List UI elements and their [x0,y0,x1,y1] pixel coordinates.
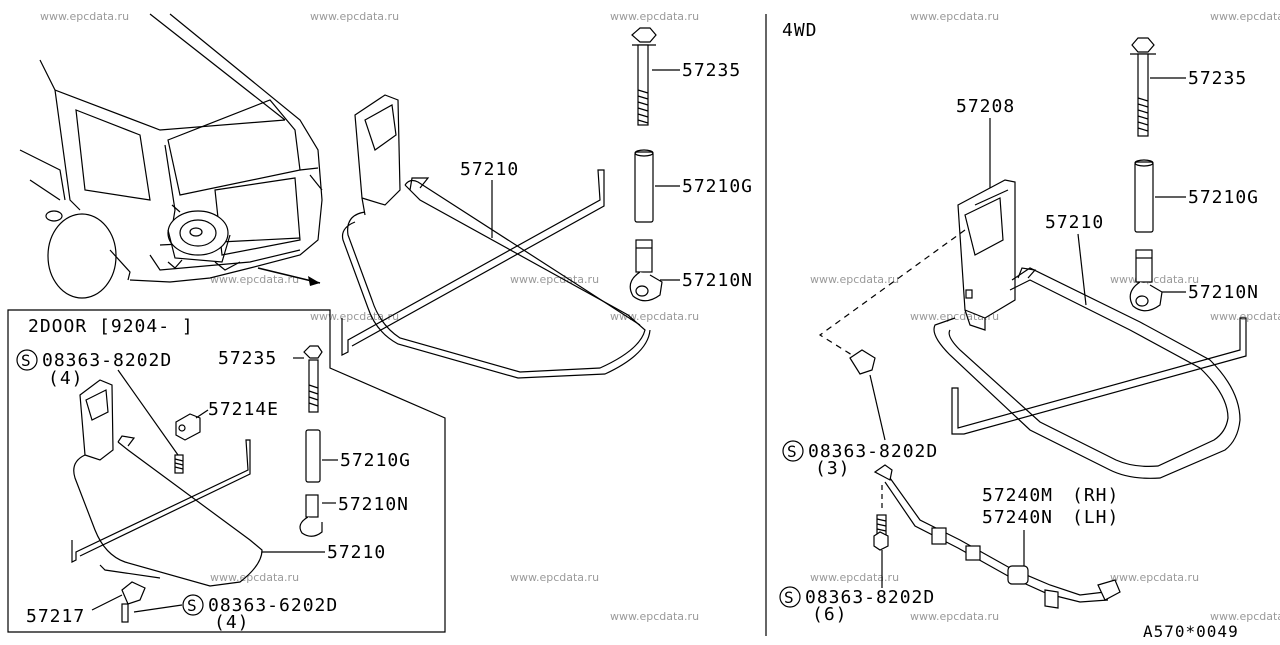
watermark-text: www.epcdata.ru [40,10,129,23]
watermark-text: www.epcdata.ru [610,10,699,23]
watermark-text: www.epcdata.ru [810,571,899,584]
spare-tire-shape [47,213,117,299]
part-label-57214E: 57214E [208,399,279,420]
screw-symbol-icon [782,440,804,462]
leader-line [117,369,179,456]
watermark-text: www.epcdata.ru [610,610,699,623]
watermarks: www.epcdata.ru www.epcdata.ru www.epcdat… [40,10,1280,623]
watermark-text: www.epcdata.ru [510,273,599,286]
part-label-57210N: 57210N [1188,282,1259,303]
screw-symbol-letter: S [21,351,32,370]
left-pin-57210G [634,149,654,223]
part-label-57217: 57217 [26,606,85,627]
part-label-57210: 57210 [327,542,386,563]
part-label-08363-8202D: 08363-8202D [805,587,935,608]
inset-2door: 2DOOR [9204- ] S 08363-8202D (4) 57214E … [7,309,446,633]
watermark-text: www.epcdata.ru [810,273,899,286]
part-label-57235: 57235 [1188,68,1247,89]
part-qty: (4) [48,368,84,389]
screw-symbol-letter: S [787,442,798,461]
screw-symbol-icon [779,586,801,608]
part-label-08363-8202D: 08363-8202D [808,441,938,462]
part-label-57210N: 57210N [682,270,753,291]
part-label-57210: 57210 [460,159,519,180]
watermark-text: www.epcdata.ru [210,571,299,584]
part-qty: (3) [815,458,851,479]
right-panel-4wd: 4WD 57208 57210 57235 57210G 5 [779,20,1259,625]
watermark-text: www.epcdata.ru [1110,571,1199,584]
part-label-57240M: 57240M [982,485,1053,506]
screw-symbol-icon [182,594,204,616]
watermark-text: www.epcdata.ru [910,10,999,23]
part-label-57210G: 57210G [1188,187,1259,208]
arrow-head [308,276,320,286]
part-label-57210G: 57210G [340,450,411,471]
part-label-57235: 57235 [218,348,277,369]
part-label-08363-8202D: 08363-8202D [42,350,172,371]
diagram-code: A570*0049 [1143,622,1239,640]
watermark-text: www.epcdata.ru [1110,273,1199,286]
vehicle-rear-illustration [19,13,323,299]
watermark-text: www.epcdata.ru [1210,10,1280,23]
left-bolt-57235 [631,27,657,126]
part-label-08363-6202D: 08363-6202D [208,595,338,616]
part-qty: (4) [214,612,250,633]
inset-title: 2DOOR [9204- ] [28,316,194,337]
panel-title-4wd: 4WD [782,20,818,41]
left-carrier-assembly [341,94,651,379]
part-label-57210G: 57210G [682,176,753,197]
watermark-text: www.epcdata.ru [310,10,399,23]
inset-frame [7,309,446,633]
watermark-text: www.epcdata.ru [910,610,999,623]
screw-symbol-letter: S [784,588,795,607]
part-qty: (6) [812,604,848,625]
watermark-text: www.epcdata.ru [310,310,399,323]
watermark-text: www.epcdata.ru [510,571,599,584]
screw-symbol-icon [16,349,38,371]
watermark-text: www.epcdata.ru [1210,610,1280,623]
part-label-57210: 57210 [1045,212,1104,233]
side-label-rh: (RH) [1072,485,1119,506]
part-label-57235: 57235 [682,60,741,81]
part-label-57240N: 57240N [982,507,1053,528]
left-nut-57210N [629,239,663,302]
part-label-57210N: 57210N [338,494,409,515]
watermark-text: www.epcdata.ru [1210,310,1280,323]
screw-symbol-letter: S [187,596,198,615]
side-label-lh: (LH) [1072,507,1119,528]
part-label-57208: 57208 [956,96,1015,117]
watermark-text: www.epcdata.ru [210,273,299,286]
dashed-connection [818,229,966,361]
